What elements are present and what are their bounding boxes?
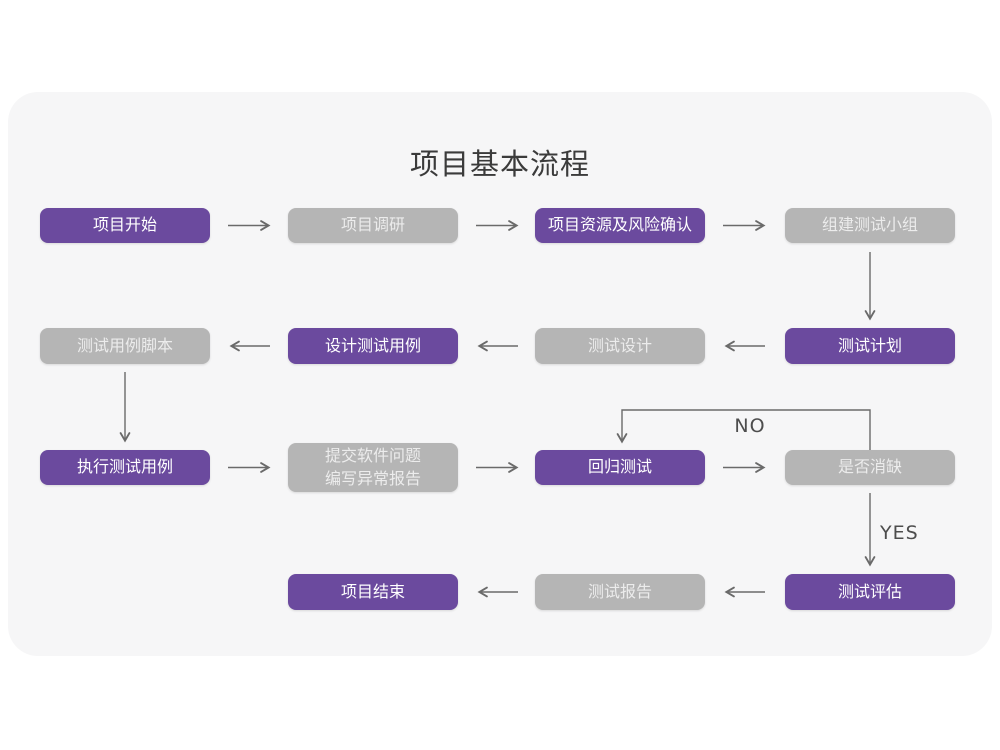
node-submit-issue-report-line1: 提交软件问题 xyxy=(324,446,421,466)
node-test-case-script: 测试用例脚本 xyxy=(40,328,210,364)
node-defect-cleared: 是否消缺 xyxy=(785,450,955,485)
node-execute-test-case: 执行测试用例 xyxy=(40,450,210,485)
node-project-start: 项目开始 xyxy=(40,208,210,243)
flowchart-card-background xyxy=(8,92,992,656)
node-resources-risk-confirm: 项目资源及风险确认 xyxy=(535,208,705,243)
node-test-design: 测试设计 xyxy=(535,328,705,364)
edge-label-no: NO xyxy=(734,415,766,437)
node-design-test-case: 设计测试用例 xyxy=(288,328,458,364)
node-project-end: 项目结束 xyxy=(288,574,458,610)
diagram-title: 项目基本流程 xyxy=(409,147,590,181)
node-submit-issue-report: 提交软件问题 编写异常报告 xyxy=(288,443,458,492)
node-submit-issue-report-line2: 编写异常报告 xyxy=(324,468,421,488)
node-regression-test: 回归测试 xyxy=(535,450,705,485)
edge-label-yes: YES xyxy=(880,522,919,544)
node-build-test-team: 组建测试小组 xyxy=(785,208,955,243)
node-project-research: 项目调研 xyxy=(288,208,458,243)
node-test-report: 测试报告 xyxy=(535,574,705,610)
node-test-plan: 测试计划 xyxy=(785,328,955,364)
node-test-evaluation: 测试评估 xyxy=(785,574,955,610)
